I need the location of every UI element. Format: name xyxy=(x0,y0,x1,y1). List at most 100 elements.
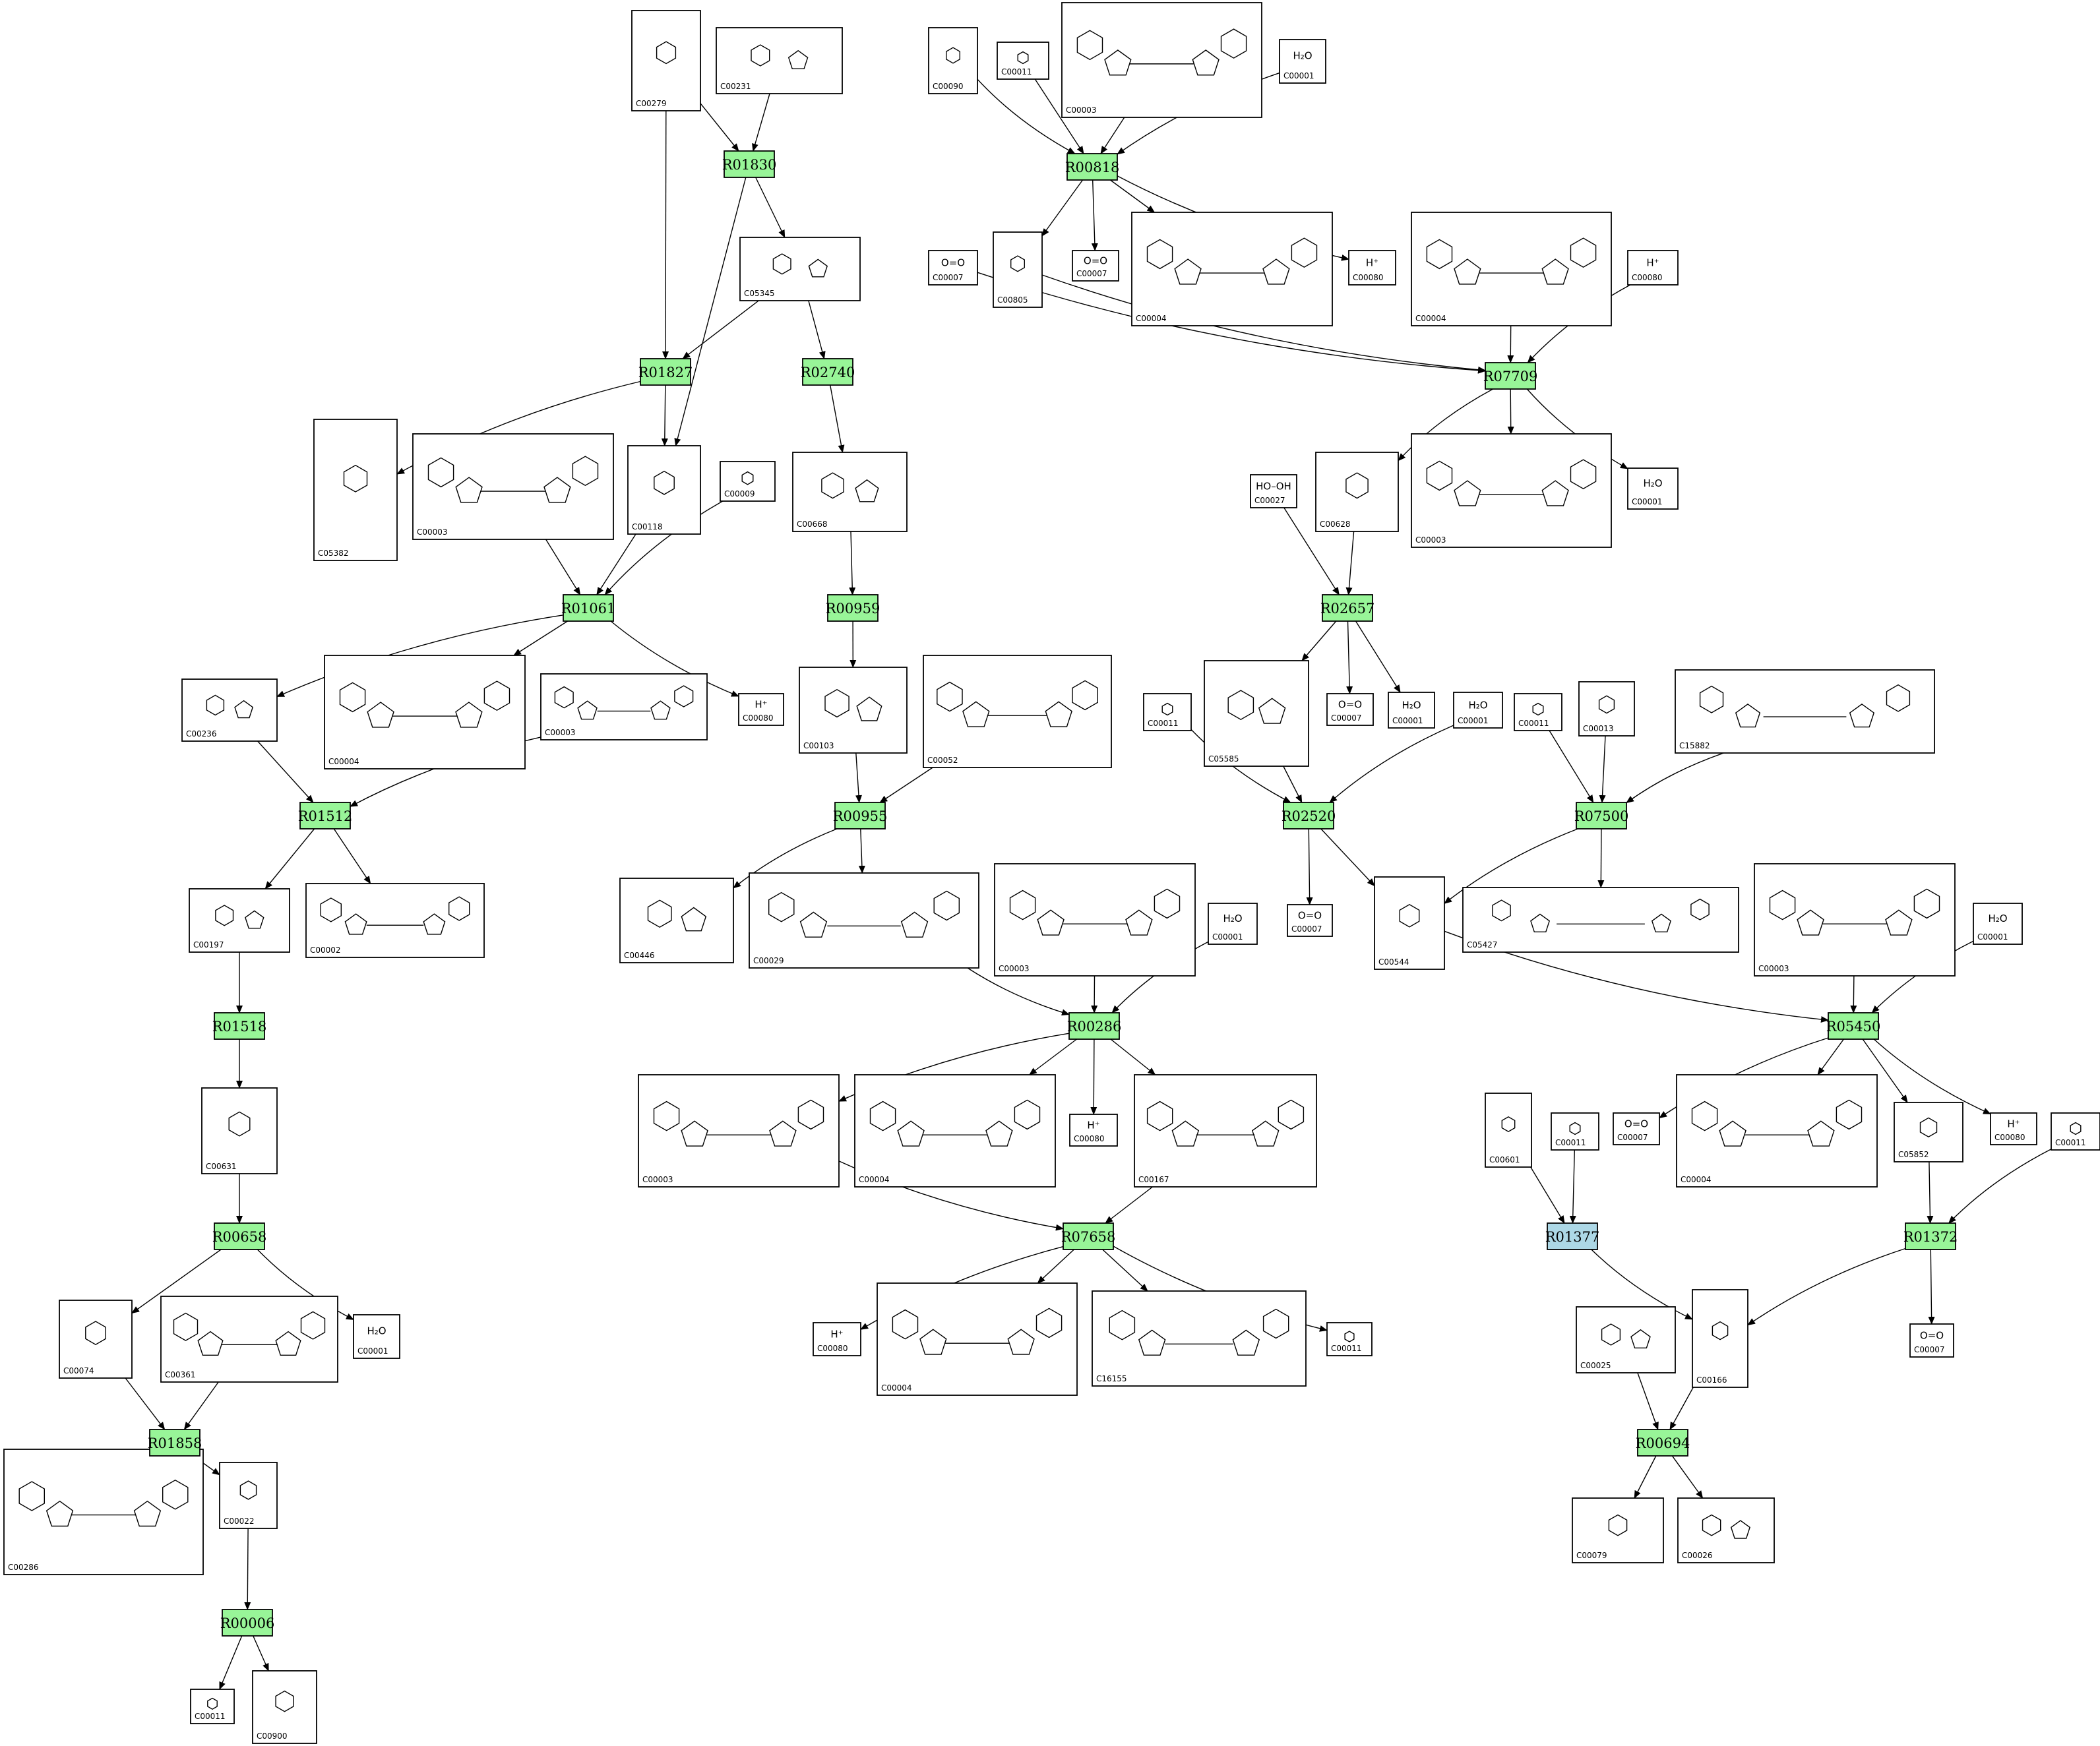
compound-c05585[interactable]: C05585 xyxy=(1204,660,1309,767)
reaction-r05450[interactable]: R05450 xyxy=(1826,1012,1881,1040)
compound-c00080[interactable]: H⁺C00080 xyxy=(1348,250,1396,286)
compound-c00004[interactable]: C00004 xyxy=(877,1282,1078,1396)
compound-c00025[interactable]: C00025 xyxy=(1576,1306,1676,1373)
compound-c00631[interactable]: C00631 xyxy=(201,1087,278,1174)
compound-c00052[interactable]: C00052 xyxy=(923,655,1112,768)
reaction-r00959[interactable]: R00959 xyxy=(826,594,880,622)
compound-c15882[interactable]: C15882 xyxy=(1675,669,1935,754)
compound-c00286[interactable]: C00286 xyxy=(3,1449,204,1575)
compound-c00103[interactable]: C00103 xyxy=(799,667,908,754)
compound-c00118[interactable]: C00118 xyxy=(627,445,701,535)
compound-c00446[interactable]: C00446 xyxy=(619,878,734,963)
compound-c00029[interactable]: C00029 xyxy=(749,872,979,969)
compound-c00003[interactable]: C00003 xyxy=(994,863,1196,977)
compound-c00002[interactable]: C00002 xyxy=(305,883,485,958)
compound-c00236[interactable]: C00236 xyxy=(181,678,278,742)
compound-c00011[interactable]: C00011 xyxy=(997,42,1049,80)
reaction-r07500[interactable]: R07500 xyxy=(1574,802,1629,829)
compound-c00011[interactable]: C00011 xyxy=(1143,693,1192,731)
compound-c00074[interactable]: C00074 xyxy=(59,1300,133,1379)
reaction-r01377[interactable]: R01377 xyxy=(1545,1222,1600,1250)
compound-c00279[interactable]: C00279 xyxy=(631,10,701,111)
compound-c00003[interactable]: C00003 xyxy=(1754,863,1956,977)
compound-c00022[interactable]: C00022 xyxy=(219,1462,278,1529)
reaction-r02520[interactable]: R02520 xyxy=(1282,802,1336,829)
compound-c00080[interactable]: H⁺C00080 xyxy=(1990,1112,2037,1145)
reaction-r01061[interactable]: R01061 xyxy=(561,594,616,622)
compound-box xyxy=(631,10,701,111)
compound-c00544[interactable]: C00544 xyxy=(1374,876,1445,970)
compound-c00004[interactable]: C00004 xyxy=(324,655,526,769)
reaction-r07709[interactable]: R07709 xyxy=(1483,362,1538,390)
compound-c00628[interactable]: C00628 xyxy=(1315,452,1399,532)
compound-c00090[interactable]: C00090 xyxy=(928,27,978,94)
reaction-r02740[interactable]: R02740 xyxy=(801,358,855,386)
compound-c00080[interactable]: H⁺C00080 xyxy=(738,693,784,726)
compound-c00011[interactable]: C00011 xyxy=(1551,1112,1599,1151)
compound-c00601[interactable]: C00601 xyxy=(1485,1093,1532,1168)
reaction-r00006[interactable]: R00006 xyxy=(220,1609,275,1637)
reaction-r00658[interactable]: R00658 xyxy=(212,1222,267,1250)
compound-c00668[interactable]: C00668 xyxy=(792,452,908,532)
compound-c00004[interactable]: C00004 xyxy=(1411,212,1612,326)
compound-c00361[interactable]: C00361 xyxy=(160,1296,338,1383)
compound-c00011[interactable]: C00011 xyxy=(2051,1112,2100,1151)
reaction-r01830[interactable]: R01830 xyxy=(722,150,777,178)
compound-id: C00805 xyxy=(997,295,1028,305)
compound-c00231[interactable]: C00231 xyxy=(716,27,843,94)
compound-c00011[interactable]: C00011 xyxy=(190,1689,235,1724)
compound-c00004[interactable]: C00004 xyxy=(854,1074,1056,1188)
compound-c00003[interactable]: C00003 xyxy=(1061,2,1262,118)
reaction-r01858[interactable]: R01858 xyxy=(148,1429,202,1457)
compound-c05852[interactable]: C05852 xyxy=(1894,1102,1963,1162)
reaction-r00286[interactable]: R00286 xyxy=(1067,1012,1122,1040)
compound-c00080[interactable]: H⁺C00080 xyxy=(813,1322,861,1356)
reaction-r00955[interactable]: R00955 xyxy=(833,802,888,829)
reaction-r02657[interactable]: R02657 xyxy=(1320,594,1375,622)
compound-c16155[interactable]: C16155 xyxy=(1092,1290,1307,1387)
compound-c00197[interactable]: C00197 xyxy=(189,888,290,953)
compound-c00011[interactable]: C00011 xyxy=(1326,1322,1373,1356)
reaction-r07658[interactable]: R07658 xyxy=(1061,1222,1116,1250)
compound-c00004[interactable]: C00004 xyxy=(1676,1074,1878,1188)
compound-c00003[interactable]: C00003 xyxy=(540,673,708,740)
reaction-r00694[interactable]: R00694 xyxy=(1636,1429,1690,1457)
compound-c00805[interactable]: C00805 xyxy=(993,231,1043,308)
reaction-r01512[interactable]: R01512 xyxy=(298,802,353,829)
compound-c05345[interactable]: C05345 xyxy=(739,237,861,301)
compound-c00900[interactable]: C00900 xyxy=(252,1670,317,1744)
compound-c00026[interactable]: C00026 xyxy=(1677,1497,1775,1563)
compound-c05382[interactable]: C05382 xyxy=(313,419,398,561)
compound-c00079[interactable]: C00079 xyxy=(1572,1497,1664,1563)
compound-c00011[interactable]: C00011 xyxy=(1514,693,1562,731)
compound-c00080[interactable]: H⁺C00080 xyxy=(1069,1114,1118,1147)
compound-c00003[interactable]: C00003 xyxy=(412,433,614,540)
compound-c00166[interactable]: C00166 xyxy=(1692,1289,1748,1388)
compound-c05427[interactable]: C05427 xyxy=(1462,887,1739,953)
compound-c00013[interactable]: C00013 xyxy=(1578,681,1635,737)
reaction-r01827[interactable]: R01827 xyxy=(638,358,693,386)
compound-c00167[interactable]: C00167 xyxy=(1134,1074,1317,1188)
reaction-r01518[interactable]: R01518 xyxy=(212,1012,267,1040)
compound-c00003[interactable]: C00003 xyxy=(1411,433,1612,548)
compound-c00009[interactable]: C00009 xyxy=(720,461,776,502)
reaction-r01372[interactable]: R01372 xyxy=(1903,1222,1958,1250)
reaction-r00818[interactable]: R00818 xyxy=(1065,153,1120,181)
compound-c00004[interactable]: C00004 xyxy=(1131,212,1333,326)
compound-c00080[interactable]: H⁺C00080 xyxy=(1627,250,1679,286)
compound-c00003[interactable]: C00003 xyxy=(638,1074,840,1188)
